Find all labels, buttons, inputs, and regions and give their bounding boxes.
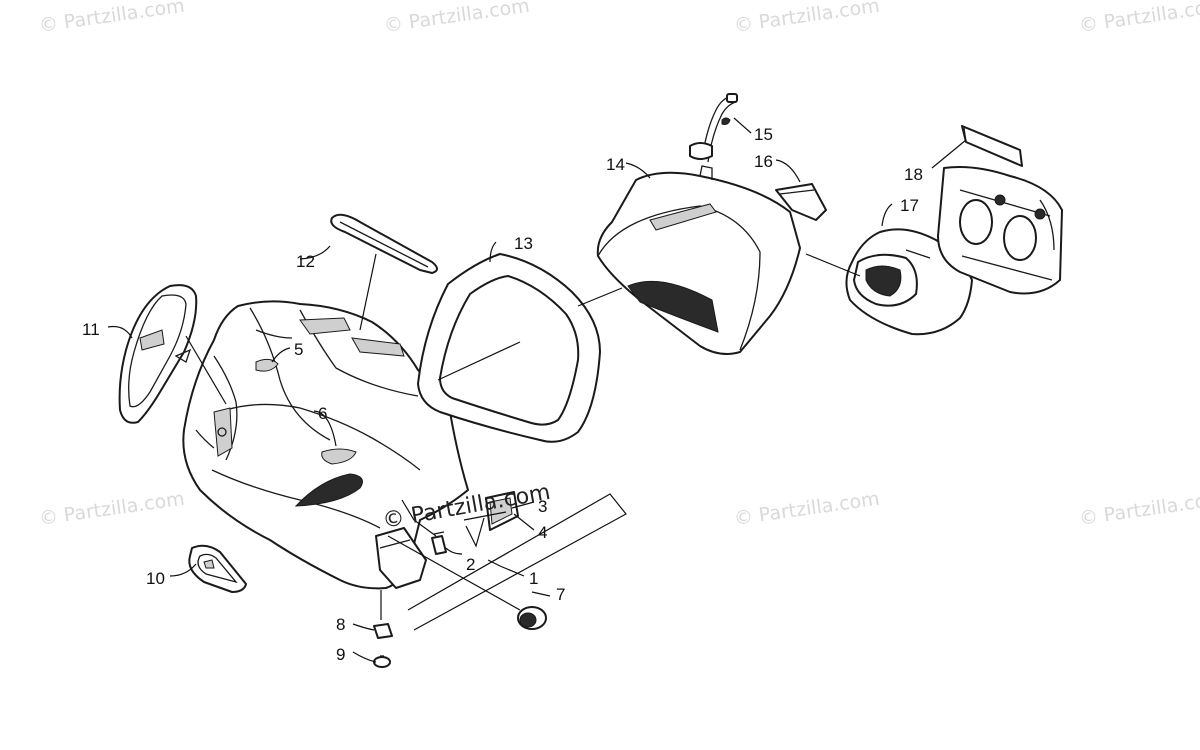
part-2-fastener xyxy=(431,531,447,555)
callout-6: 6 xyxy=(318,404,327,423)
callout-7: 7 xyxy=(556,585,565,604)
callout-18: 18 xyxy=(904,165,923,184)
callout-13: 13 xyxy=(514,234,533,253)
part-7-grommet xyxy=(517,606,547,630)
leader-lines xyxy=(107,117,967,663)
part-12-trim-strip xyxy=(330,213,438,274)
callout-8: 8 xyxy=(336,615,345,634)
callout-labels: 1 2 3 4 5 6 7 8 9 10 11 12 13 14 15 16 1… xyxy=(82,125,923,664)
callout-5: 5 xyxy=(294,340,303,359)
part-13-filter-frame xyxy=(417,253,601,443)
part-15-vent-hose xyxy=(689,93,738,163)
callout-12: 12 xyxy=(296,252,315,271)
part-16-pad xyxy=(775,183,827,221)
part-8-clip-nut xyxy=(373,623,393,639)
part-1-hood xyxy=(182,300,469,590)
callout-14: 14 xyxy=(606,155,625,174)
part-9-screw xyxy=(373,655,391,668)
watermark-text: © Partzilla.com xyxy=(38,0,186,37)
part-10-badge xyxy=(188,544,247,593)
callout-4: 4 xyxy=(538,523,547,542)
callout-17: 17 xyxy=(900,196,919,215)
watermark-text: © Partzilla.com xyxy=(1078,488,1200,530)
callout-3: 3 xyxy=(538,497,547,516)
callout-11: 11 xyxy=(82,320,100,339)
callout-2: 2 xyxy=(466,555,475,574)
watermark-text: © Partzilla.com xyxy=(383,0,531,37)
part-11-side-panel xyxy=(118,284,198,424)
callout-10: 10 xyxy=(146,569,165,588)
callout-15: 15 xyxy=(754,125,773,144)
watermark-text: © Partzilla.com xyxy=(38,488,186,530)
watermark-text: © Partzilla.com xyxy=(1078,0,1200,37)
part-14-airbox xyxy=(596,165,801,355)
watermark-row-top: © Partzilla.com © Partzilla.com © Partzi… xyxy=(38,0,1200,37)
part-18-carb-assembly xyxy=(937,125,1063,295)
callout-1: 1 xyxy=(529,569,538,588)
callout-16: 16 xyxy=(754,152,773,171)
part-17-intake-boot xyxy=(845,228,973,336)
callout-9: 9 xyxy=(336,645,345,664)
watermark-text: © Partzilla.com xyxy=(733,0,881,37)
part-3-4-screen xyxy=(485,491,519,531)
watermark-text: © Partzilla.com xyxy=(733,488,881,530)
